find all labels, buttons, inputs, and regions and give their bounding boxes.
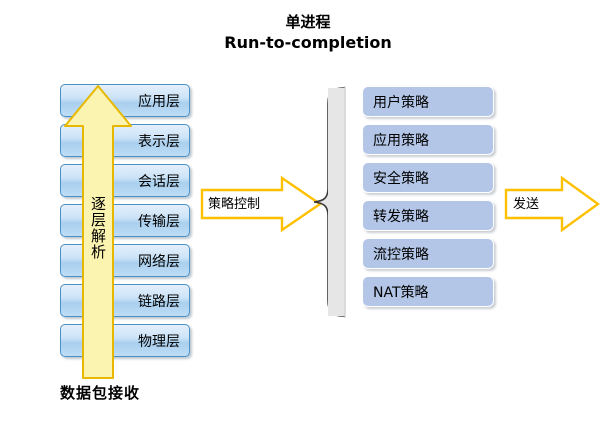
up-arrow-icon <box>64 85 132 379</box>
title-line-1: 单进程 <box>285 13 331 31</box>
osi-layer-datalink[interactable]: 链路层 <box>60 284 190 317</box>
osi-layer-presentation[interactable]: 表示层 <box>60 124 190 157</box>
right-arrow-icon <box>504 176 600 232</box>
policy-item-nat[interactable]: NAT策略 <box>362 276 494 307</box>
title-line-2: Run-to-completion <box>224 33 392 53</box>
osi-layer-label: 网络层 <box>138 253 180 270</box>
osi-layer-stack: 应用层 表示层 会话层 传输层 网络层 链路层 物理层 <box>60 84 192 357</box>
policy-item-label: 转发策略 <box>373 208 429 225</box>
policy-item-label: 安全策略 <box>373 170 429 187</box>
policy-item-security[interactable]: 安全策略 <box>362 162 494 193</box>
layer-parse-up-arrow: 逐层解析 <box>62 84 134 380</box>
policy-list: 用户策略 应用策略 安全策略 转发策略 流控策略 NAT策略 <box>362 86 502 318</box>
policy-item-flow-control[interactable]: 流控策略 <box>362 238 494 269</box>
osi-layer-label: 物理层 <box>138 333 180 350</box>
send-arrow-label: 发送 <box>513 197 540 212</box>
packet-receive-label: 数据包接收 <box>60 384 141 402</box>
policy-item-user[interactable]: 用户策略 <box>362 86 494 117</box>
osi-layer-label: 会话层 <box>138 173 180 190</box>
osi-layer-transport[interactable]: 传输层 <box>60 204 190 237</box>
policy-item-label: 用户策略 <box>373 94 429 111</box>
policy-item-label: 流控策略 <box>373 246 429 263</box>
osi-layer-label: 传输层 <box>138 213 180 230</box>
right-arrow-icon <box>200 176 322 232</box>
diagram-title: 单进程 Run-to-completion <box>0 12 616 54</box>
send-arrow[interactable]: 发送 <box>504 176 600 232</box>
left-curly-brace-icon <box>313 86 346 318</box>
osi-layer-label: 链路层 <box>138 293 180 310</box>
osi-layer-network[interactable]: 网络层 <box>60 244 190 277</box>
policy-group-brace <box>312 86 346 318</box>
policy-control-label: 策略控制 <box>208 197 261 212</box>
osi-layer-session[interactable]: 会话层 <box>60 164 190 197</box>
policy-item-label: 应用策略 <box>373 132 429 149</box>
policy-control-arrow[interactable]: 策略控制 <box>200 176 322 232</box>
osi-layer-physical[interactable]: 物理层 <box>60 324 190 357</box>
up-arrow-label: 逐层解析 <box>89 196 107 260</box>
policy-item-label: NAT策略 <box>373 284 429 301</box>
osi-layer-label: 表示层 <box>138 133 180 150</box>
osi-layer-label: 应用层 <box>138 93 180 110</box>
policy-item-application[interactable]: 应用策略 <box>362 124 494 155</box>
policy-item-forwarding[interactable]: 转发策略 <box>362 200 494 231</box>
